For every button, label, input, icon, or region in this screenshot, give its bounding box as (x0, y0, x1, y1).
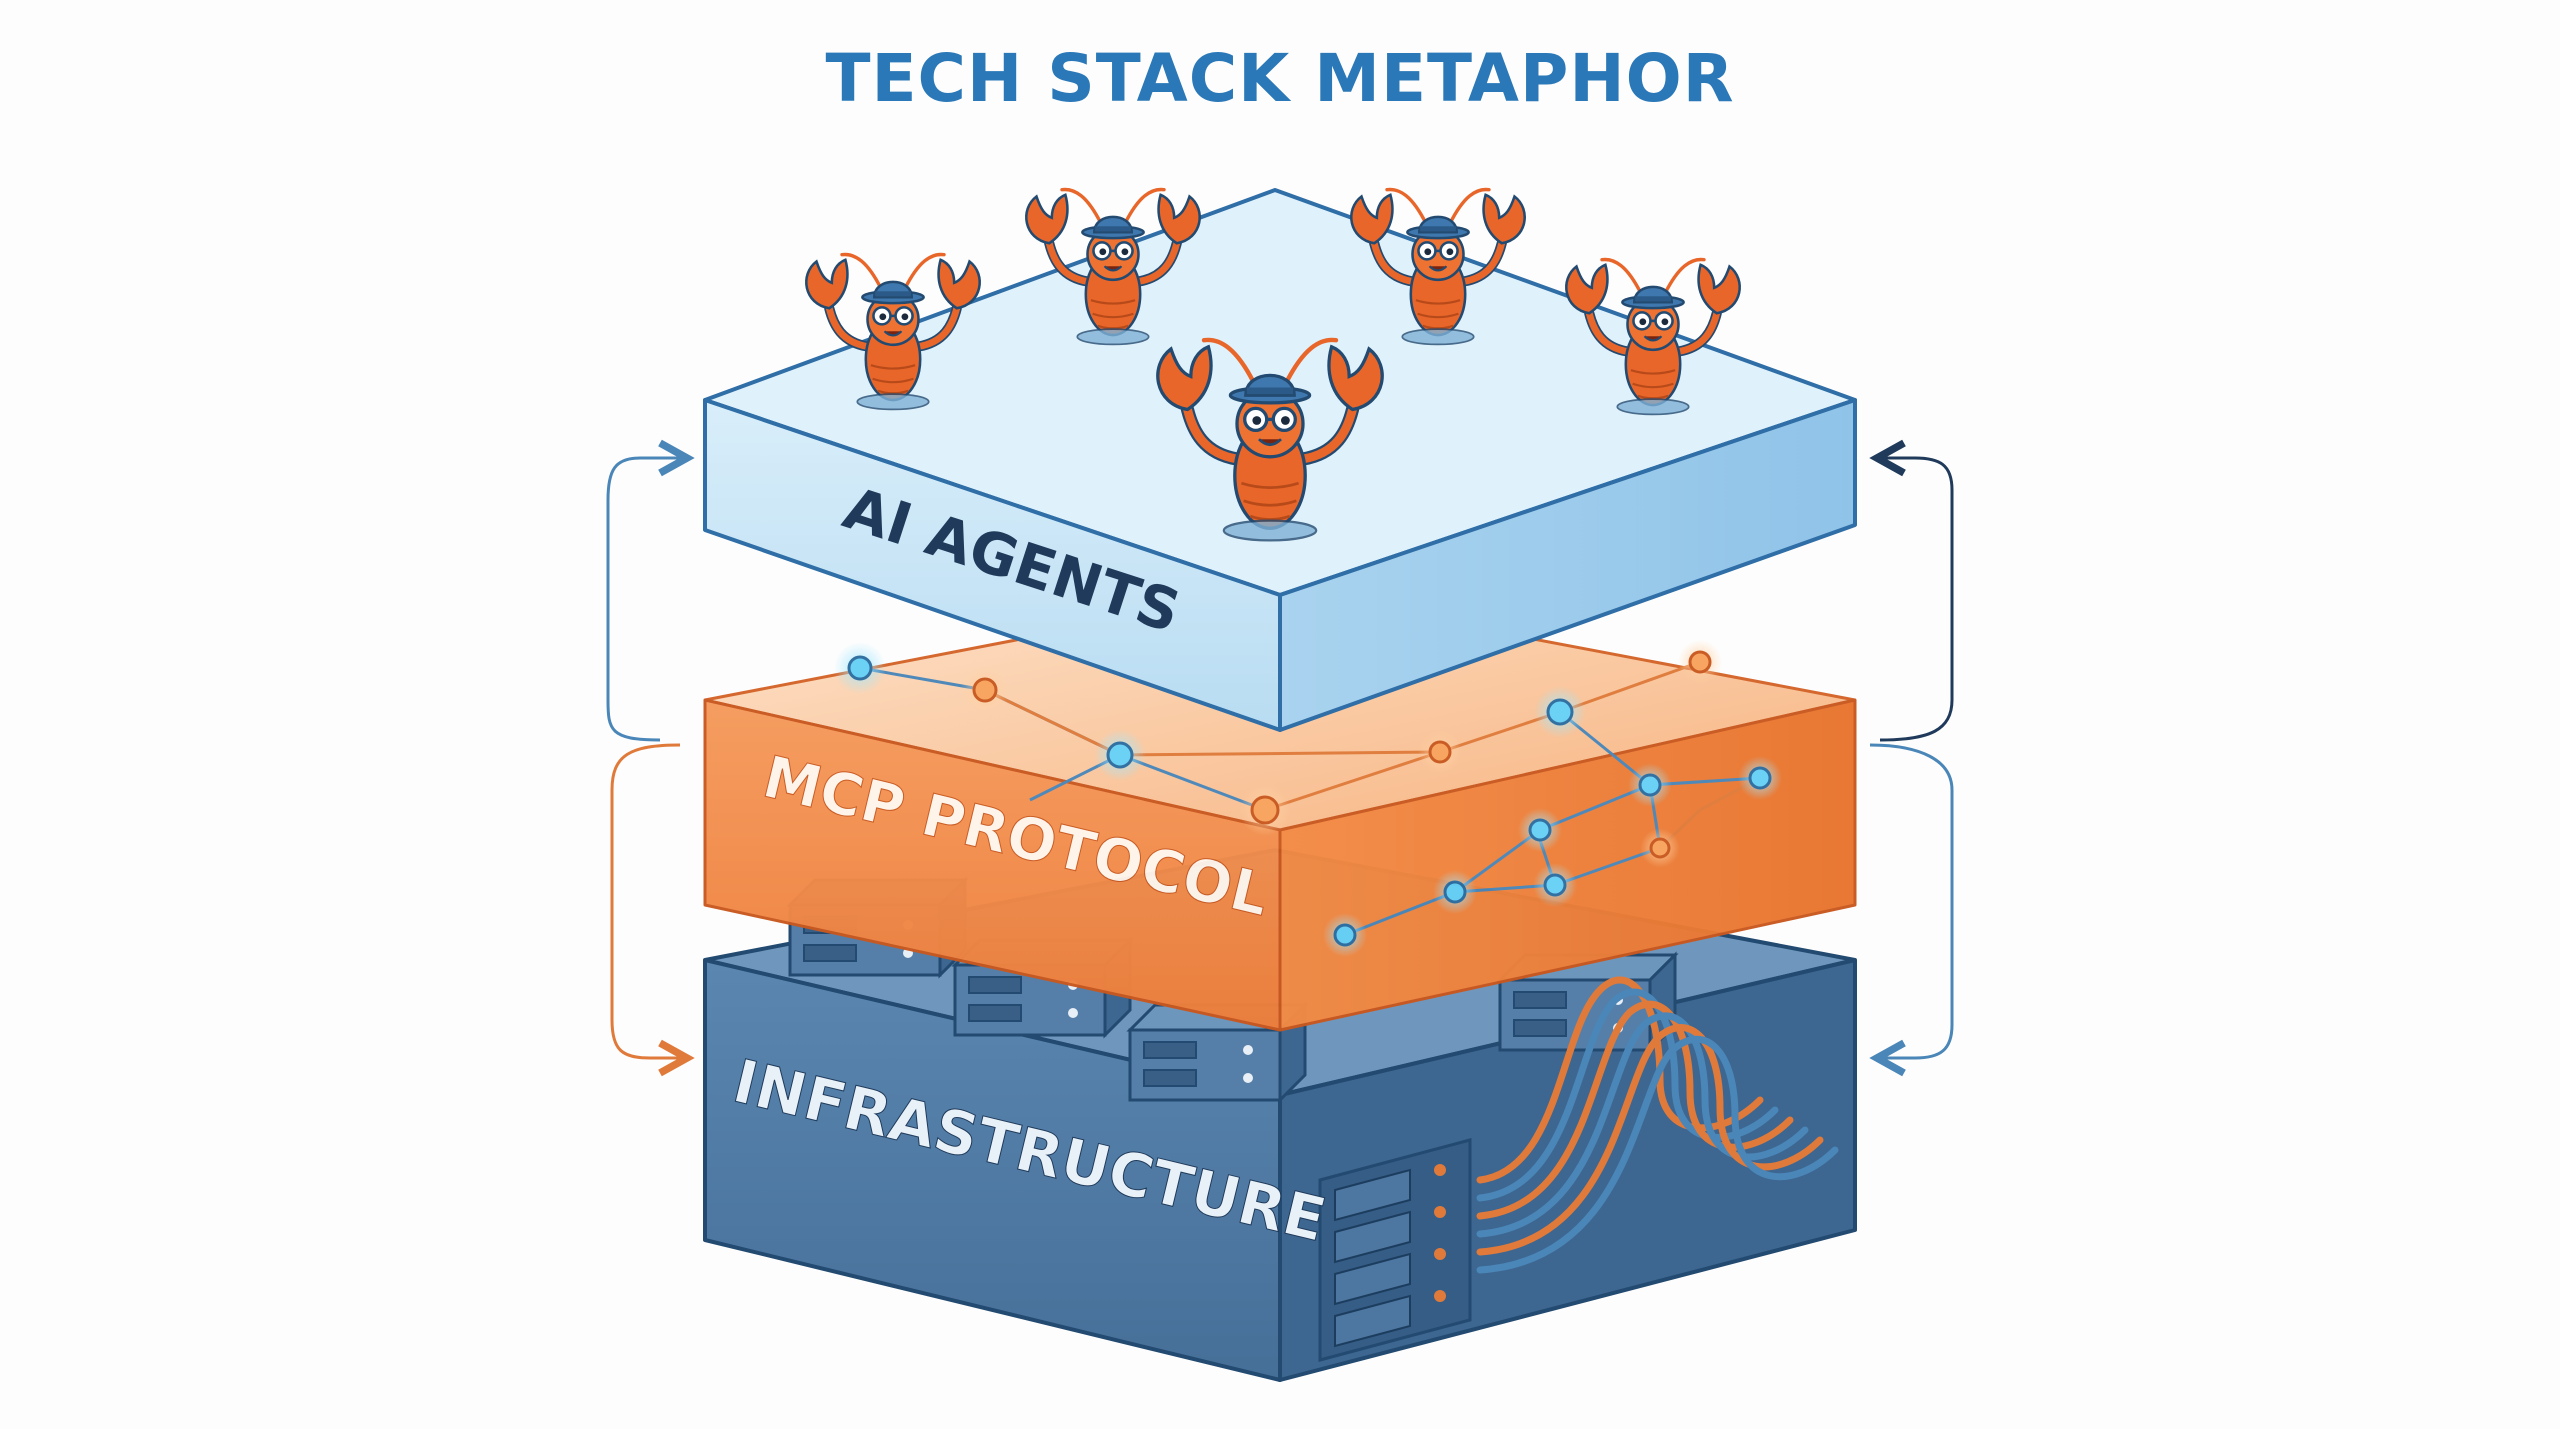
protocol-nodes (834, 640, 1782, 957)
right-flow-arrows (1869, 439, 1954, 1077)
server-rack (1318, 1138, 1472, 1362)
ai-agents-right-face (1278, 398, 1857, 732)
right-top-arrow (1869, 439, 1954, 742)
network-cables (1476, 976, 1839, 1274)
left-flow-arrows (606, 439, 695, 1077)
page-title: TECH STACK METAPHOR (825, 40, 1735, 117)
left-up-arrow (606, 439, 695, 742)
right-bottom-arrow (1869, 743, 1954, 1077)
left-down-arrow (610, 743, 695, 1077)
